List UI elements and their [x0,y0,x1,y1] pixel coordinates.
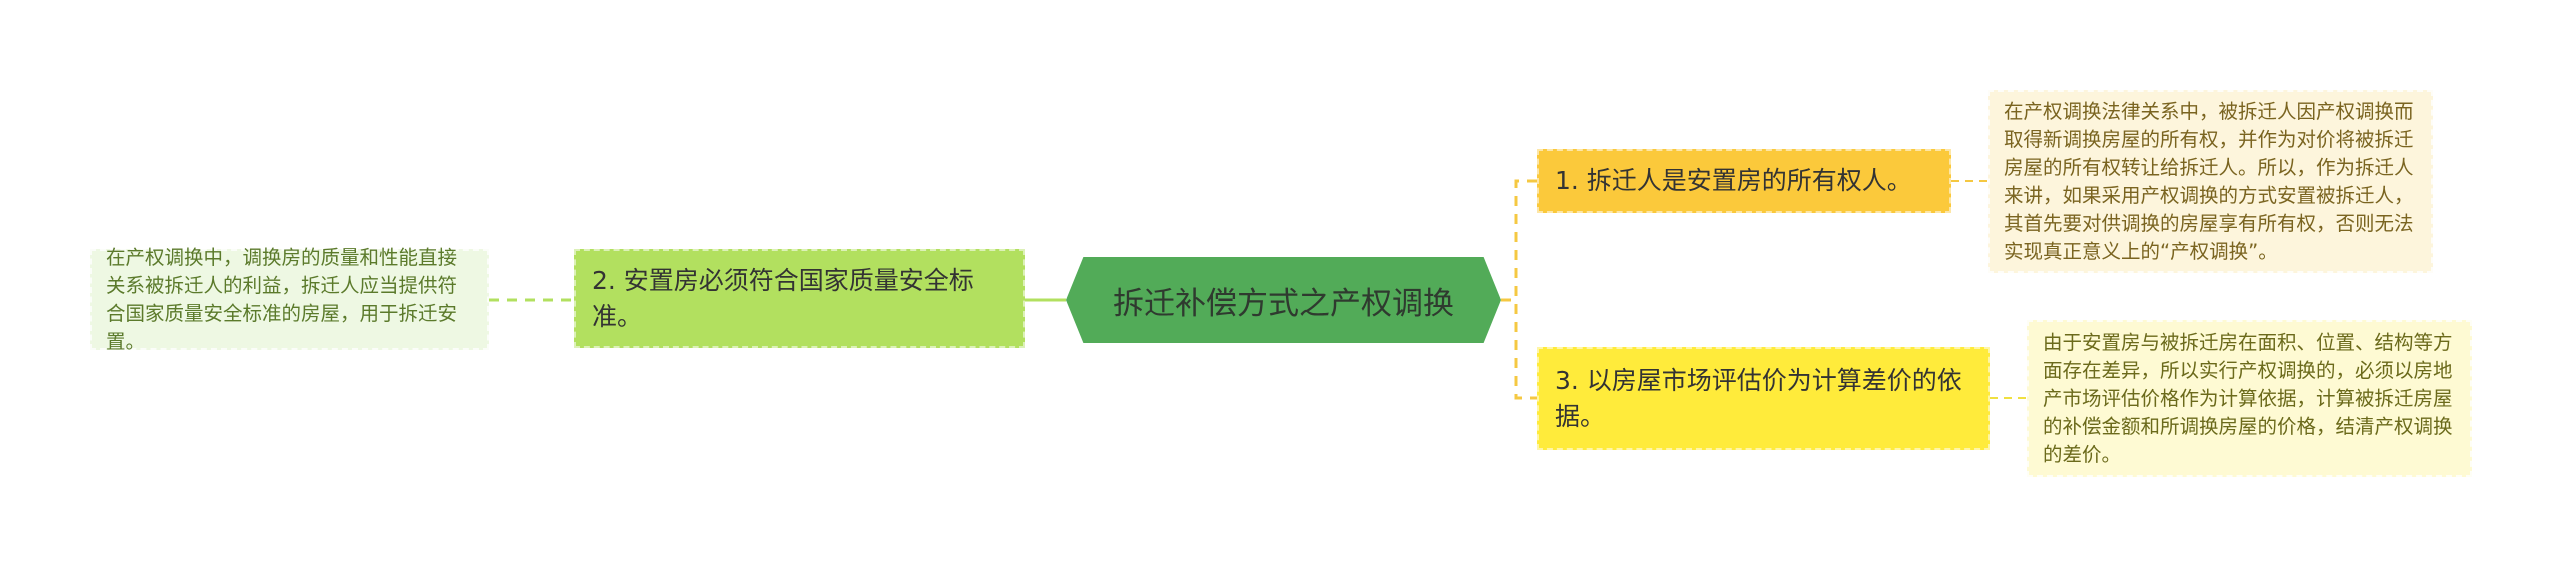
topic-3-note-text: 由于安置房与被拆迁房在面积、位置、结构等方面存在差异，所以实行产权调换的，必须以… [2043,330,2453,466]
topic-1-note-text: 在产权调换法律关系中，被拆迁人因产权调换而取得新调换房屋的所有权，并作为对价将被… [2004,99,2414,263]
topic-3-label: 3. 以房屋市场评估价为计算差价的依据。 [1555,365,1962,431]
topic-1-note[interactable]: 在产权调换法律关系中，被拆迁人因产权调换而取得新调换房屋的所有权，并作为对价将被… [1988,90,2433,273]
topic-2-label: 2. 安置房必须符合国家质量安全标准。 [592,265,974,331]
connector-center-right [1501,179,1537,400]
topic-2[interactable]: 2. 安置房必须符合国家质量安全标准。 [574,249,1025,348]
topic-1-label: 1. 拆迁人是安置房的所有权人。 [1555,166,1912,195]
central-topic[interactable]: 拆迁补偿方式之产权调换 [1066,257,1501,343]
central-topic-label: 拆迁补偿方式之产权调换 [1113,285,1454,322]
topic-1[interactable]: 1. 拆迁人是安置房的所有权人。 [1537,149,1951,213]
topic-3[interactable]: 3. 以房屋市场评估价为计算差价的依据。 [1537,347,1990,450]
topic-3-note[interactable]: 由于安置房与被拆迁房在面积、位置、结构等方面存在差异，所以实行产权调换的，必须以… [2027,320,2472,477]
topic-2-note-text: 在产权调换中，调换房的质量和性能直接关系被拆迁人的利益，拆迁人应当提供符合国家质… [106,245,458,353]
topic-2-note[interactable]: 在产权调换中，调换房的质量和性能直接关系被拆迁人的利益，拆迁人应当提供符合国家质… [90,246,489,353]
